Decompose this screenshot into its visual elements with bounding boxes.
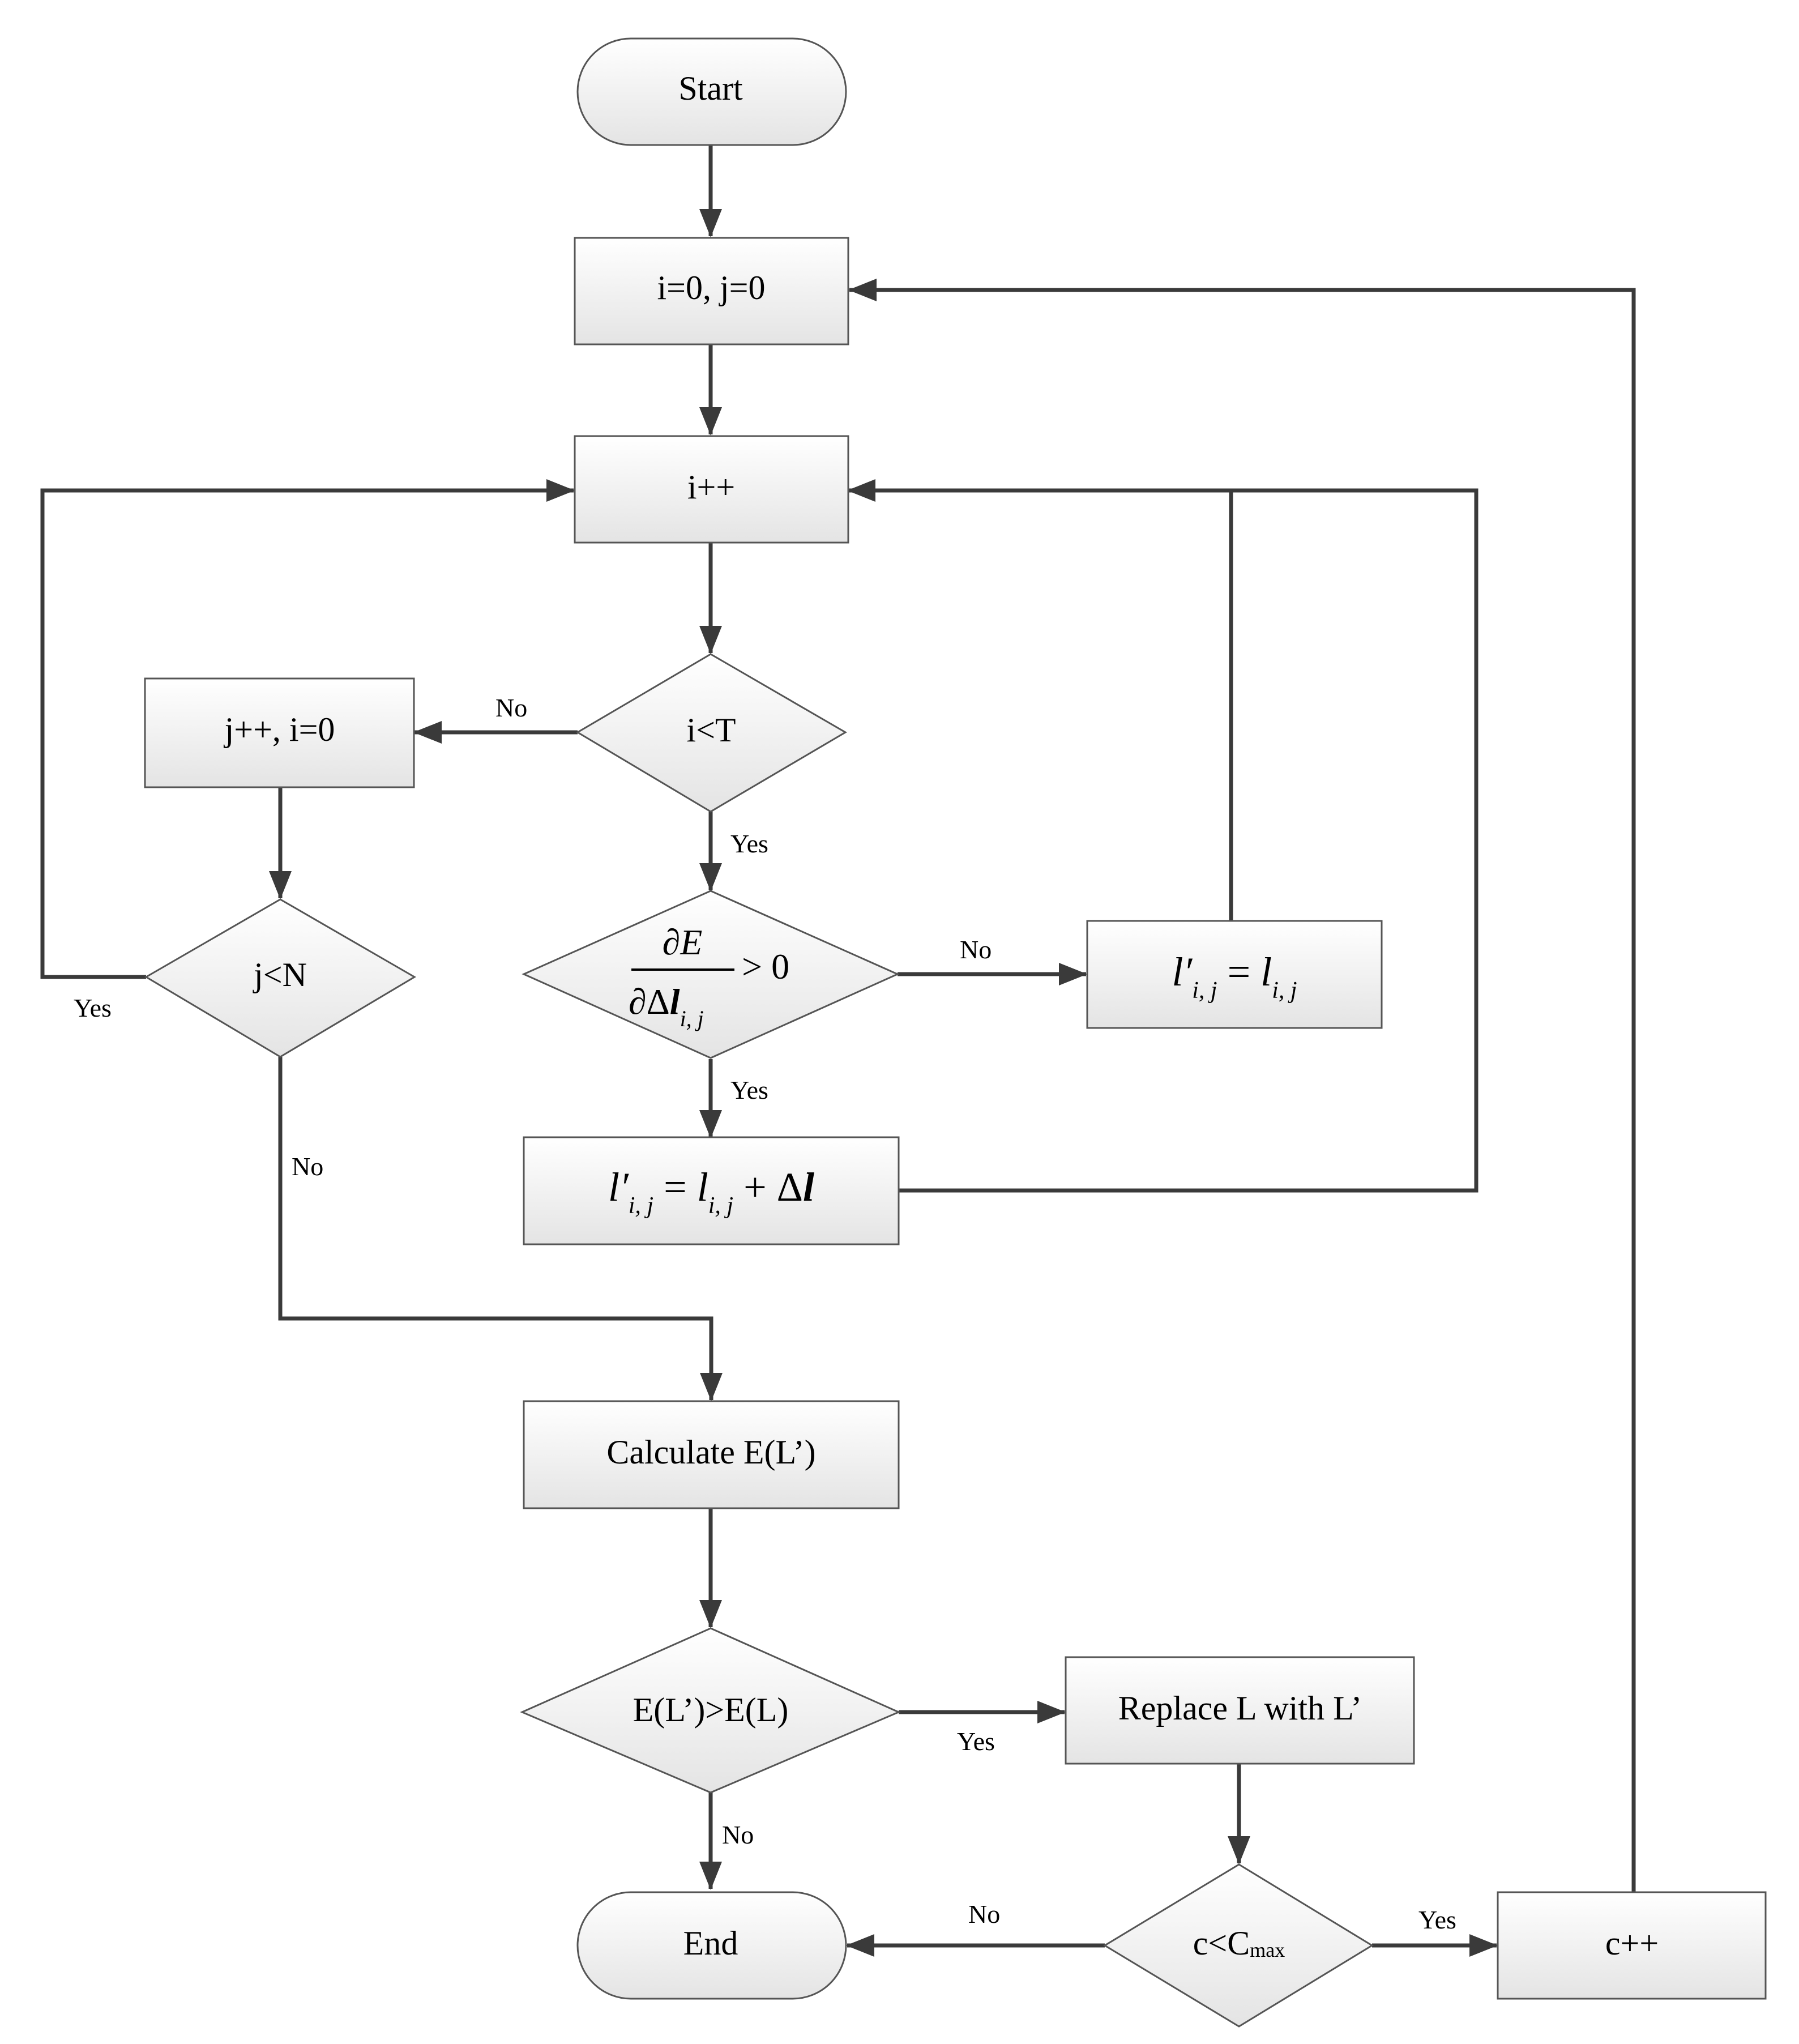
init-text: i=0, j=0: [657, 269, 765, 306]
assign-inc-lhs: l′: [608, 1164, 629, 1210]
edge-condj-no-calc: [278, 1057, 723, 1401]
assign-inc-rhs-sub: i, j: [708, 1193, 733, 1219]
cond-j-text: j<N: [253, 956, 307, 993]
cond-e-diamond: [520, 1627, 901, 1794]
cond-e-yes-label: Yes: [957, 1727, 995, 1756]
assign-same-eq: =: [1217, 949, 1261, 995]
init-box: [574, 237, 849, 345]
replace-box: [1065, 1656, 1415, 1765]
assign-same-text: l′i, j = li, j: [1172, 949, 1297, 1004]
cond-grad-denominator: ∂Δli, j: [629, 982, 704, 1031]
edge-labels: No Yes Yes No No Yes Yes No No Yes: [74, 693, 1456, 1934]
edge-incc-init: [848, 279, 1636, 1892]
cond-c-text: c<Cmax: [1193, 1924, 1285, 1962]
inc-j-text: j++, i=0: [224, 711, 335, 748]
calc-box: [523, 1400, 900, 1509]
cond-grad-formula: ∂E ∂Δli, j > 0: [629, 922, 789, 1031]
edge-assigninc-inci: [847, 479, 1478, 1193]
cond-j-yes-label: Yes: [74, 993, 112, 1022]
cond-e-text: E(L’)>E(L): [633, 1691, 789, 1729]
cond-i-diamond: [576, 653, 847, 813]
cond-grad-rhs: > 0: [742, 946, 789, 987]
cond-c-no-label: No: [968, 1900, 1000, 1928]
assign-same-lhs: l′: [1172, 949, 1193, 995]
replace-text: Replace L with L’: [1118, 1689, 1362, 1727]
end-terminal: [576, 1891, 847, 2000]
cond-grad-den-var: l: [670, 982, 680, 1022]
assign-inc-lhs-sub: i, j: [629, 1193, 653, 1219]
assign-same-box: [1086, 920, 1383, 1029]
assign-inc-rhs: l: [697, 1164, 708, 1210]
cond-grad-yes-label: Yes: [730, 1076, 768, 1104]
cond-i-yes-label: Yes: [730, 829, 768, 858]
cond-j-no-label: No: [292, 1152, 323, 1181]
cond-e-no-label: No: [722, 1820, 754, 1849]
inc-i-box: [574, 435, 849, 544]
start-text: Start: [678, 70, 743, 107]
assign-inc-box: [523, 1136, 900, 1245]
end-text: End: [683, 1924, 738, 1962]
cond-i-no-label: No: [495, 693, 527, 722]
cond-c-main: c<C: [1193, 1924, 1250, 1962]
cond-grad-den-sub: i, j: [680, 1006, 704, 1031]
inc-i-text: i++: [687, 468, 735, 506]
assign-same-rhs-sub: i, j: [1272, 978, 1297, 1004]
cond-grad-numerator: ∂E: [663, 922, 703, 962]
cond-j-diamond: [144, 898, 416, 1058]
edge-condj-yes-inci: [40, 479, 575, 979]
cond-i-text: i<T: [686, 711, 736, 749]
assign-inc-eq: =: [653, 1164, 697, 1210]
edges: [40, 145, 1636, 1957]
nodes: Start i=0, j=0 i++ i<T j++, i=0 j<N ∂E ∂…: [144, 37, 1767, 2028]
assign-inc-text: l′i, j = li, j + Δl: [608, 1164, 814, 1219]
inc-j-box: [144, 677, 415, 788]
start-terminal: [576, 37, 847, 146]
cond-grad-diamond: [522, 890, 900, 1059]
cond-c-yes-label: Yes: [1418, 1905, 1456, 1934]
assign-inc-plus: + Δ: [733, 1164, 803, 1210]
cond-c-sub: max: [1250, 1939, 1285, 1961]
inc-c-text: c++: [1605, 1924, 1659, 1962]
assign-same-rhs: l: [1260, 949, 1272, 995]
assign-inc-plus-var: l: [803, 1164, 814, 1210]
assign-same-lhs-sub: i, j: [1192, 978, 1217, 1004]
cond-grad-no-label: No: [960, 935, 992, 964]
calc-text: Calculate E(L’): [606, 1433, 815, 1471]
cond-c-diamond: [1103, 1863, 1374, 2028]
inc-c-box: [1497, 1891, 1767, 2000]
cond-grad-den-pre: ∂Δ: [629, 982, 670, 1022]
